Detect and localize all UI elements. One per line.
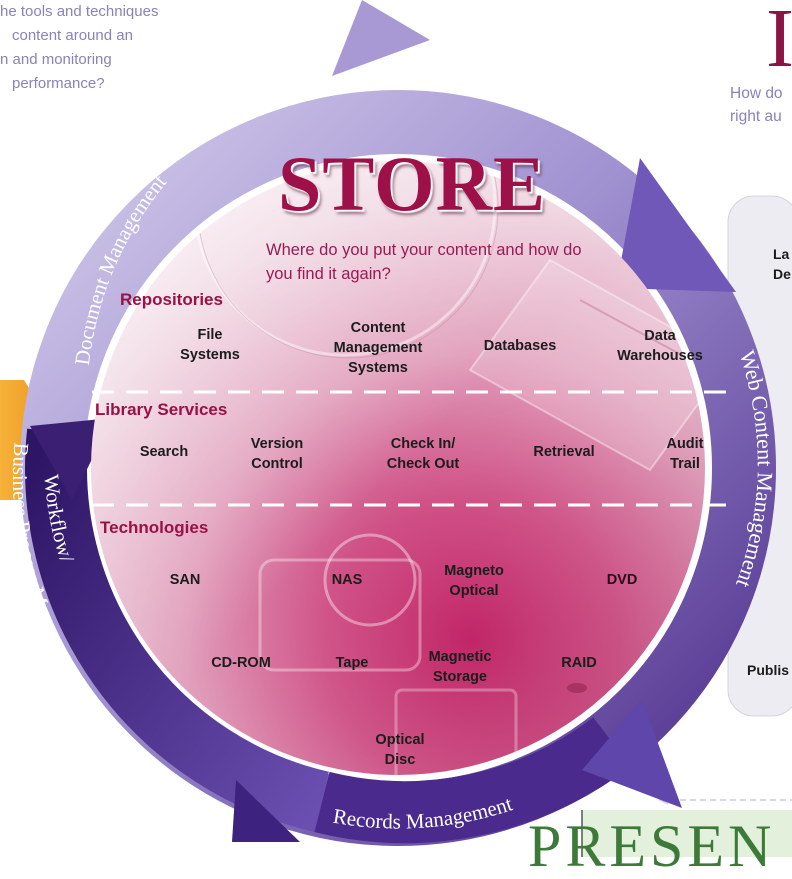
- intro-fragment-line-3: n and monitoring: [0, 51, 112, 68]
- technology-item-tape: Tape: [335, 655, 369, 671]
- intro-fragment-line-2: content around an: [12, 27, 133, 44]
- right-panel-item-1-line-2: De: [773, 266, 791, 282]
- right-panel-item-1-line-1: La: [773, 246, 790, 262]
- intro-fragment-line-1: he tools and techniques: [0, 3, 159, 20]
- repository-item-databases: Databases: [483, 338, 557, 354]
- right-panel-big-letter: I: [766, 0, 792, 85]
- technology-item-cd-rom: CD-ROM: [211, 655, 271, 671]
- store-question-line-1: Where do you put your content and how do: [266, 241, 582, 259]
- library-item-retrieval: Retrieval: [533, 444, 595, 460]
- technology-item-dvd: DVD: [606, 572, 638, 588]
- right-panel-question-line-1: How do: [730, 85, 783, 102]
- store-title: STORE: [277, 140, 547, 227]
- diagram-graphics: Collaboration Document Management Web Co…: [0, 0, 792, 857]
- technology-item-raid: RAID: [561, 655, 597, 671]
- library-item-check-in-check-out: Check In/Check Out: [386, 436, 460, 472]
- right-panel-item-2: Publis: [747, 662, 790, 678]
- intro-fragment-line-4: performance?: [12, 75, 105, 92]
- right-panel-question-line-2: right au: [730, 108, 782, 125]
- section-heading-repositories: Repositories: [120, 290, 223, 309]
- section-heading-library-services: Library Services: [95, 400, 228, 419]
- section-heading-technologies: Technologies: [100, 518, 209, 537]
- technology-item-san: SAN: [169, 572, 201, 588]
- store-question-line-2: you find it again?: [266, 265, 391, 283]
- store-question: Where do you put your content and how do…: [266, 238, 666, 286]
- technology-item-nas: NAS: [331, 572, 363, 588]
- library-item-search: Search: [139, 444, 189, 460]
- bottom-panel-title-fragment: PRESEN: [528, 813, 776, 879]
